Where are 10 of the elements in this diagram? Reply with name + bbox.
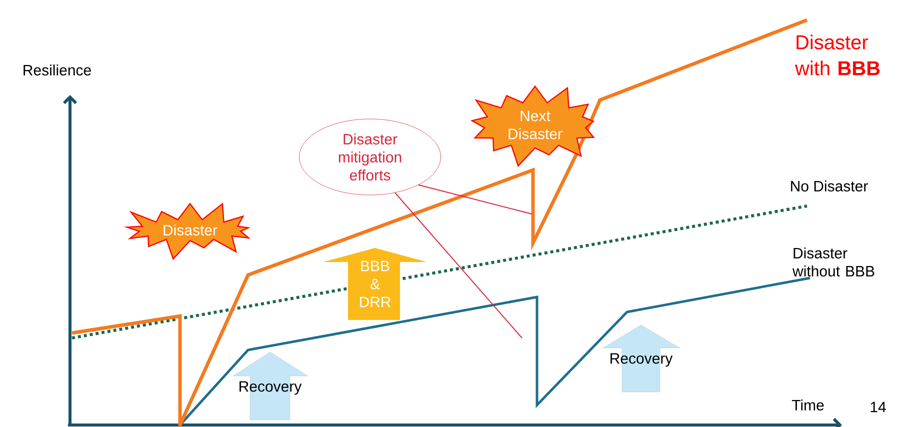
text-label: Time <box>792 399 824 410</box>
text-label: Resilience <box>24 64 91 76</box>
text-label: Disaster without BBB <box>792 247 874 276</box>
callout-bubble: Disaster mitigation efforts <box>299 118 441 196</box>
starburst: Disaster <box>124 202 251 260</box>
callout-tail <box>394 192 522 338</box>
text-label: Disaster with BBB <box>794 34 880 76</box>
callout-tail <box>418 184 532 214</box>
text-label: 14 <box>870 402 886 412</box>
text-label: No Disaster <box>791 180 868 192</box>
